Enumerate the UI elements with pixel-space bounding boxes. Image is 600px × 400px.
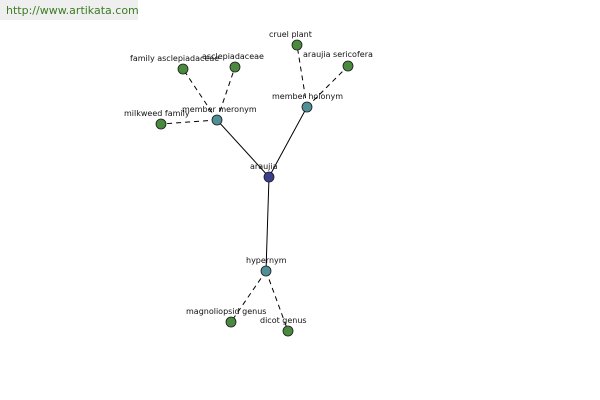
node-member-holonym[interactable] — [301, 101, 313, 113]
node-milkweed-family[interactable] — [155, 118, 167, 130]
edge-meronym-asclepiadaceae — [216, 66, 236, 121]
node-asclepiadaceae[interactable] — [229, 61, 241, 73]
label-cruel-plant: cruel plant — [269, 30, 312, 39]
label-member-holonym: member holonym — [272, 92, 343, 101]
graph-nodes — [155, 39, 354, 337]
graph-edges — [160, 44, 349, 332]
edge-hypernym-magnoliopsid-genus — [230, 270, 267, 323]
label-hypernym: hypernym — [246, 256, 287, 265]
graph-labels: family asclepiadaceae asclepiadaceae mil… — [124, 30, 373, 325]
node-cruel-plant[interactable] — [291, 39, 303, 51]
edge-holonym-cruel-plant — [296, 44, 308, 108]
label-member-meronym: member meronym — [182, 105, 257, 114]
node-dicot-genus[interactable] — [282, 325, 294, 337]
edge-araujia-member-holonym — [268, 106, 308, 178]
edge-araujia-member-meronym — [216, 119, 270, 178]
node-family-asclepiadaceae[interactable] — [177, 63, 189, 75]
label-asclepiadaceae: asclepiadaceae — [202, 52, 264, 61]
url-banner: http://www.artikata.com — [0, 0, 139, 20]
label-araujia-sericofera: araujia sericofera — [303, 50, 373, 59]
label-milkweed-family: milkweed family — [124, 109, 190, 118]
node-araujia[interactable] — [263, 171, 275, 183]
node-member-meronym[interactable] — [211, 114, 223, 126]
site-url-link[interactable]: http://www.artikata.com — [6, 4, 139, 17]
node-araujia-sericofera[interactable] — [342, 60, 354, 72]
edge-meronym-family-asclepiadaceae — [182, 68, 218, 121]
node-magnoliopsid-genus[interactable] — [225, 316, 237, 328]
edge-hypernym-dicot-genus — [265, 270, 289, 332]
label-magnoliopsid-genus: magnoliopsid genus — [186, 307, 266, 316]
edge-meronym-milkweed-family — [160, 119, 218, 125]
edge-araujia-hypernym — [265, 176, 270, 272]
node-hypernym[interactable] — [260, 265, 272, 277]
label-araujia: araujia — [250, 162, 278, 171]
edge-holonym-araujia-sericofera — [306, 65, 349, 108]
label-dicot-genus: dicot genus — [260, 316, 307, 325]
label-family-asclepiadaceae: family asclepiadaceae — [130, 54, 219, 63]
